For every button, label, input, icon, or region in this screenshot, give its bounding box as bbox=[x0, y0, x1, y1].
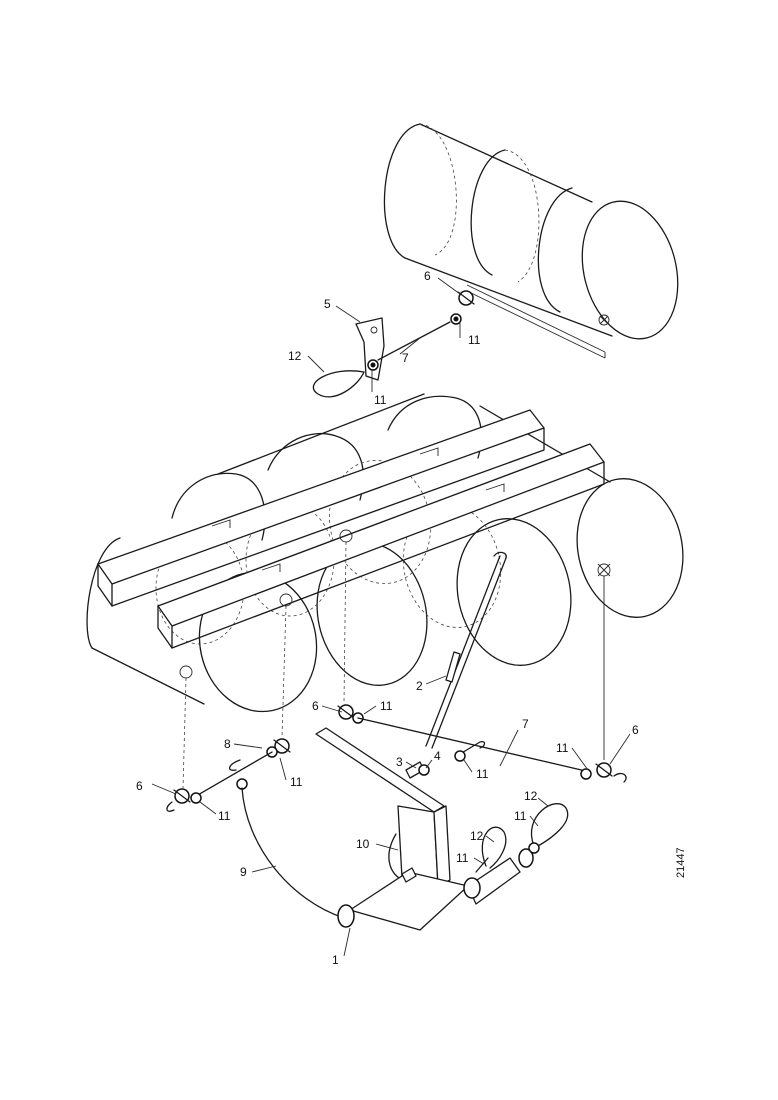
ground-rod bbox=[425, 551, 507, 749]
wire-loop bbox=[475, 826, 507, 873]
callout-label: 12 bbox=[288, 349, 302, 363]
wire-loop bbox=[528, 803, 569, 854]
callout-label: 4 bbox=[434, 749, 441, 763]
grounding-clamp bbox=[315, 727, 534, 931]
callout-label: 11 bbox=[476, 767, 489, 781]
callout-label: 2 bbox=[416, 679, 423, 693]
callout-labels: 6 5 11 12 7 11 2 6 11 7 8 3 4 11 11 6 11… bbox=[136, 269, 639, 967]
callout-label: 10 bbox=[356, 837, 370, 851]
callout-label: 12 bbox=[524, 789, 538, 803]
assembly-guide-lines bbox=[182, 541, 605, 789]
callout-label: 11 bbox=[456, 851, 469, 865]
callout-label: 5 bbox=[324, 297, 331, 311]
callout-label: 11 bbox=[380, 699, 393, 713]
wire-loop bbox=[312, 370, 365, 398]
pigtail-lead bbox=[454, 740, 486, 762]
callout-label: 11 bbox=[374, 393, 387, 407]
callout-label: 11 bbox=[514, 809, 527, 823]
main-float-assembly bbox=[86, 393, 684, 713]
callout-label: 6 bbox=[424, 269, 431, 283]
callout-label: 6 bbox=[312, 699, 319, 713]
callout-label: 6 bbox=[632, 723, 639, 737]
callout-label: 11 bbox=[556, 741, 569, 755]
callout-label: 1 bbox=[332, 953, 339, 967]
callout-label: 11 bbox=[468, 333, 481, 347]
callout-label: 11 bbox=[218, 809, 231, 823]
callout-label: 11 bbox=[290, 775, 303, 789]
callout-label: 6 bbox=[136, 779, 143, 793]
grounding-cable bbox=[236, 778, 345, 919]
callout-leaders bbox=[151, 277, 631, 957]
callout-label: 7 bbox=[522, 717, 529, 731]
callout-label: 7 bbox=[402, 351, 409, 365]
callout-label: 12 bbox=[470, 829, 484, 843]
wing-nut-connector bbox=[166, 788, 202, 812]
wing-nut-connector bbox=[580, 762, 627, 783]
mounting-bracket bbox=[355, 317, 451, 381]
callout-label: 8 bbox=[224, 737, 231, 751]
callout-label: 9 bbox=[240, 865, 247, 879]
drawing-code: 21447 bbox=[675, 847, 687, 878]
wing-nut-connector bbox=[195, 738, 291, 797]
wing-nut-connector bbox=[450, 290, 475, 325]
callout-label: 3 bbox=[396, 755, 403, 769]
upper-float-tank bbox=[383, 123, 679, 359]
